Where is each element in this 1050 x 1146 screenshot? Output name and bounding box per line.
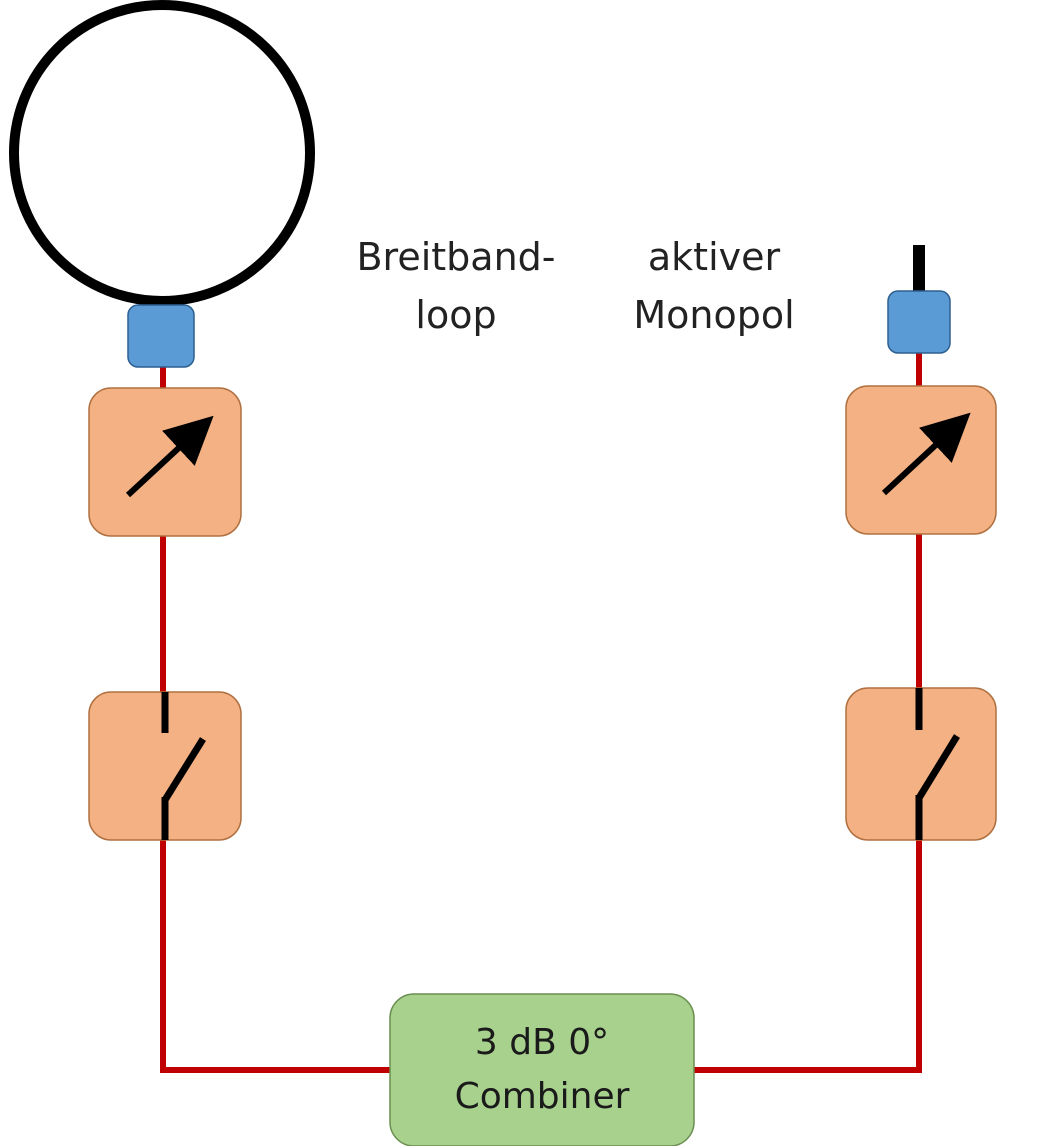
- combiner-box: [389, 993, 695, 1146]
- combiner-label-line2: Combiner: [454, 1076, 630, 1117]
- diagonal-arrow-icon: [881, 412, 971, 496]
- combiner-label: 3 dB 0° Combiner: [390, 1016, 694, 1124]
- left-switch: [88, 691, 242, 841]
- combiner-label-line1: 3 dB 0°: [474, 1022, 610, 1063]
- open-switch-icon: [161, 692, 206, 840]
- signal-wires: [160, 352, 922, 1073]
- loop-label-line2: loop: [415, 293, 497, 337]
- monopole-connector: [887, 290, 951, 354]
- wire-left-switch-to-combiner: [160, 840, 390, 1073]
- monopole-label-line2: Monopol: [633, 293, 795, 337]
- diagonal-arrow-icon: [125, 415, 214, 498]
- right-variable-amplifier: [845, 385, 997, 535]
- loop-antenna-icon: [9, 0, 315, 306]
- monopole-label-line1: aktiver: [647, 235, 781, 279]
- wire-right-switch-to-combiner: [694, 840, 922, 1073]
- loop-label: Breitband- loop: [338, 228, 574, 344]
- loop-connector: [127, 304, 195, 368]
- right-switch: [845, 687, 997, 841]
- left-variable-amplifier: [88, 387, 242, 537]
- monopole-label: aktiver Monopol: [604, 228, 824, 344]
- loop-label-line1: Breitband-: [356, 235, 556, 279]
- open-switch-icon: [915, 688, 960, 840]
